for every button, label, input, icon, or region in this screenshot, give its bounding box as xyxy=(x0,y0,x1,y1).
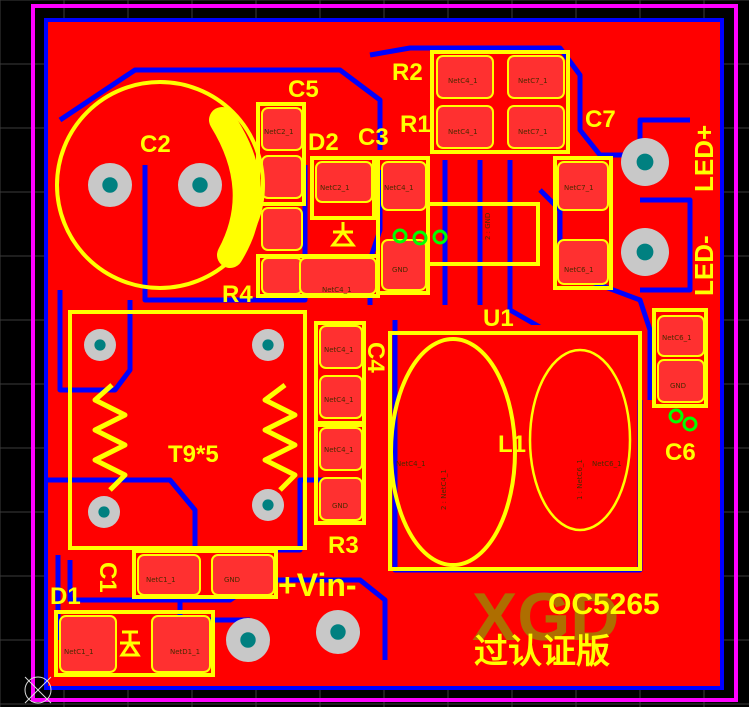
net-l1-left-b: 2 : NetC4_1 xyxy=(440,469,448,510)
smd-pad xyxy=(657,359,705,403)
net-c4-top: NetC4_1 xyxy=(324,346,354,354)
label-t9: T9*5 xyxy=(168,441,219,468)
board-subtitle: 过认证版 xyxy=(474,633,610,671)
board-outline xyxy=(31,4,738,702)
c2-polarity-arc xyxy=(209,107,262,268)
origin-marker xyxy=(24,676,52,704)
label-c4: C4 xyxy=(362,342,389,373)
net-c6-bot: GND xyxy=(670,382,686,390)
label-r2: R2 xyxy=(392,59,423,86)
net-r1-left: NetC4_1 xyxy=(448,128,478,136)
net-c6-top: NetC6_1 xyxy=(662,334,692,342)
net-l1-left-a: NetC4_1 xyxy=(396,460,426,468)
net-c3-bot: GND xyxy=(392,266,408,274)
xgd-logo: XGD xyxy=(472,579,619,655)
label-u1: U1 xyxy=(483,305,514,332)
smd-pad xyxy=(315,161,373,203)
net-c4-bot: NetC4_1 xyxy=(324,446,354,454)
net-d2: NetC2_1 xyxy=(320,184,350,192)
diode-symbols xyxy=(119,222,357,657)
net-c7-r: NetC6_1 xyxy=(564,266,594,274)
net-labels: NetC4_1 NetC7_1 NetC4_1 NetC7_1 NetC2_1 … xyxy=(64,77,692,656)
smd-pad xyxy=(319,477,363,521)
smd-pad xyxy=(261,207,303,251)
silkscreen-shapes xyxy=(54,50,708,677)
label-c1: C1 xyxy=(94,562,121,593)
drill-hole xyxy=(636,243,654,261)
smd-pad xyxy=(151,615,211,673)
label-led-minus: LED- xyxy=(689,235,719,296)
through-hole-pads xyxy=(84,138,669,662)
drill-hole xyxy=(262,499,274,511)
smd-pad xyxy=(59,615,117,673)
board-title: OC5265 xyxy=(548,588,660,621)
net-r2-right: NetC7_1 xyxy=(518,77,548,85)
label-l1: L1 xyxy=(498,431,526,458)
smd-pad xyxy=(557,161,609,211)
label-vin: +Vin- xyxy=(278,567,357,603)
inductor-outline xyxy=(389,337,632,567)
smd-pad xyxy=(211,554,275,596)
label-d1: D1 xyxy=(50,583,81,610)
net-c3-top: NetC4_1 xyxy=(384,184,414,192)
net-c7: NetC7_1 xyxy=(564,184,594,192)
net-r1-right: NetC7_1 xyxy=(518,128,548,136)
vias xyxy=(392,228,698,432)
net-c4-mid: NetC4_1 xyxy=(324,396,354,404)
drill-hole xyxy=(636,153,654,171)
drill-hole xyxy=(102,177,118,193)
label-r3: R3 xyxy=(328,532,359,559)
label-d2: D2 xyxy=(308,129,339,156)
drill-hole xyxy=(94,339,106,351)
drill-hole xyxy=(330,624,346,640)
net-l1-right-a: NetC6_1 xyxy=(592,460,622,468)
smd-pad xyxy=(436,105,494,149)
drill-hole xyxy=(192,177,208,193)
net-r3: GND xyxy=(332,502,348,510)
smd-pad xyxy=(381,239,427,291)
smd-pad xyxy=(436,55,494,99)
drill-hole xyxy=(240,632,256,648)
net-d1-right: NetD1_1 xyxy=(170,648,200,656)
net-c5-top: NetC2_1 xyxy=(264,128,294,136)
net-u1-pin: 2 : GND xyxy=(484,213,492,240)
label-c2: C2 xyxy=(140,131,171,158)
silkscreen-labels: C2 C5 D2 C3 R2 R1 C7 R4 U1 T9*5 L1 C6 R3… xyxy=(50,59,719,671)
smd-pad xyxy=(261,155,303,199)
drill-hole xyxy=(98,506,110,518)
net-r2-left: NetC4_1 xyxy=(448,77,478,85)
net-c1-right: GND xyxy=(224,576,240,584)
label-led-plus: LED+ xyxy=(689,125,719,192)
net-r4-right: NetC4_1 xyxy=(322,286,352,294)
net-c1-left: NetC1_1 xyxy=(146,576,176,584)
smd-pad xyxy=(557,239,609,285)
label-c6: C6 xyxy=(665,439,696,466)
drill-hole xyxy=(262,339,274,351)
smd-pad xyxy=(507,105,565,149)
net-l1-right-b: 1 : NetC6_1 xyxy=(576,459,584,500)
label-r1: R1 xyxy=(400,111,431,138)
label-c3: C3 xyxy=(358,124,389,151)
smd-pads xyxy=(59,55,705,673)
smd-pad xyxy=(137,554,201,596)
smd-pad xyxy=(507,55,565,99)
net-d1-left: NetC1_1 xyxy=(64,648,94,656)
label-r4: R4 xyxy=(222,281,253,308)
smd-pad xyxy=(261,257,303,295)
label-c7: C7 xyxy=(585,106,616,133)
transformer-coils xyxy=(92,383,298,492)
label-c5: C5 xyxy=(288,76,319,103)
